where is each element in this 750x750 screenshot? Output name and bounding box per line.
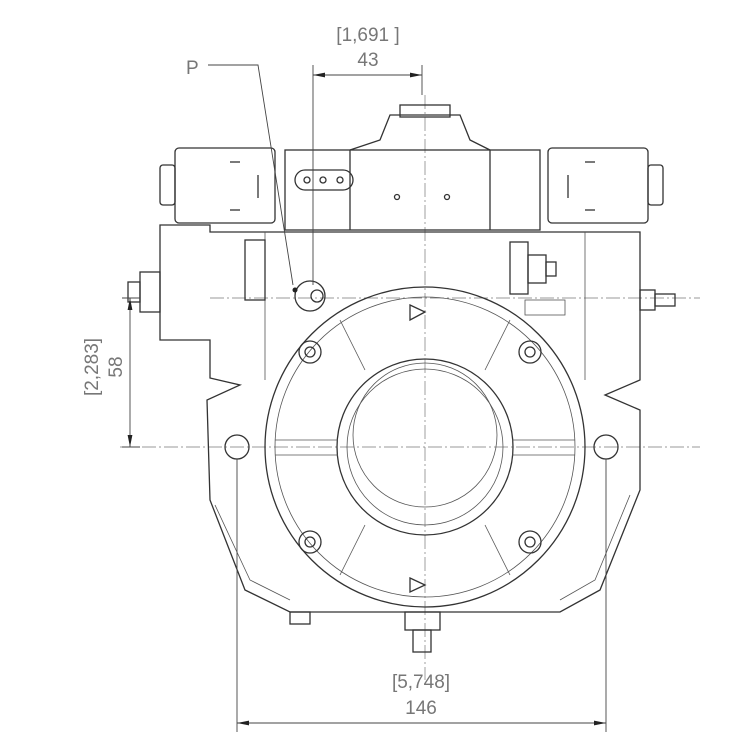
dimension-left: [2,283] 58 (82, 297, 140, 448)
dimension-bottom: [5,748] 146 (236, 459, 607, 732)
fittings (127, 254, 676, 653)
left-solenoid (159, 147, 276, 224)
dimension-top-inch: [1,691 ] (336, 25, 399, 46)
dimension-bottom-mm: 146 (405, 698, 437, 719)
dimension-top: [1,691 ] 43 (312, 25, 423, 285)
port-p (292, 280, 326, 312)
flange-bolts (298, 340, 542, 554)
port-label-leader: P (186, 58, 294, 286)
control-valve-block (284, 104, 541, 231)
centerlines (120, 95, 700, 680)
right-solenoid (547, 147, 664, 224)
dimension-left-inch: [2,283] (82, 338, 103, 396)
port-p-label: P (186, 58, 199, 79)
mounting-flange (264, 286, 586, 608)
pump-housing (159, 224, 641, 613)
dimension-bottom-inch: [5,748] (392, 672, 450, 693)
dimension-top-mm: 43 (357, 50, 378, 71)
dimension-left-mm: 58 (106, 356, 127, 377)
